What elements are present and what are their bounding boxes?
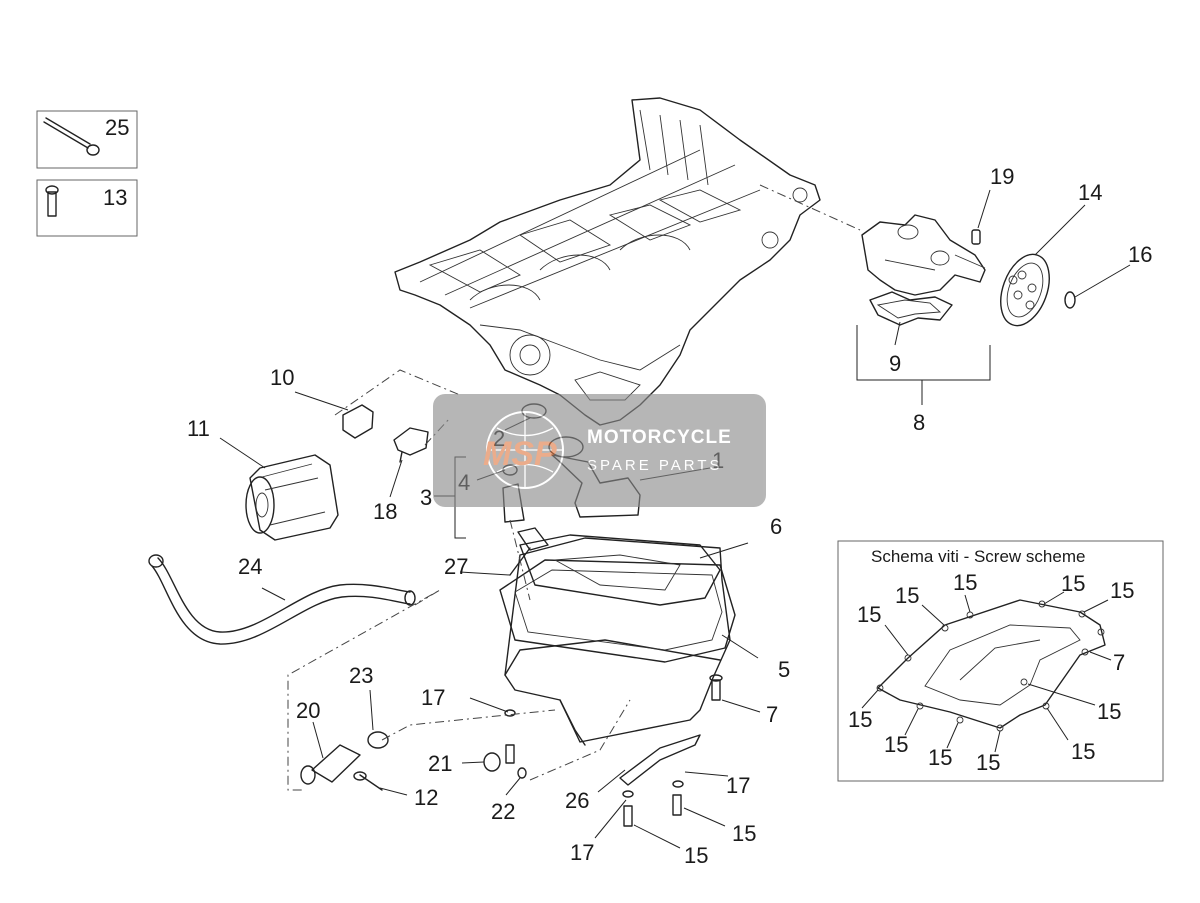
bolt-15-b xyxy=(622,790,634,827)
dowel-pin-19 xyxy=(971,229,981,245)
sensor-20 xyxy=(300,744,361,785)
callout-8: 8 xyxy=(913,410,925,435)
oil-filter xyxy=(245,454,339,541)
crankcase xyxy=(394,97,821,426)
pump-gasket xyxy=(869,291,953,326)
callout-6: 6 xyxy=(770,514,782,539)
callout-5: 5 xyxy=(778,657,790,682)
callout-24: 24 xyxy=(238,554,262,579)
washer-22 xyxy=(517,767,527,779)
scheme-leaders xyxy=(861,591,1112,753)
callout-14: 14 xyxy=(1078,180,1102,205)
short-bolt-icon xyxy=(45,185,59,217)
callout-3: 3 xyxy=(420,485,432,510)
callout-15-a: 15 xyxy=(732,821,756,846)
long-bolt-icon xyxy=(43,117,100,156)
legend-box-13: 13 xyxy=(36,179,138,237)
sump-gasket-5 xyxy=(499,559,736,663)
watermark-line2: SPARE PARTS xyxy=(587,457,723,474)
callout-13: 13 xyxy=(103,185,127,210)
bracket-8 xyxy=(856,325,991,381)
legend-box-25: 25 xyxy=(36,110,138,169)
scheme-callout-7: 7 xyxy=(1113,650,1125,675)
scheme-gasket xyxy=(876,599,1106,732)
scheme-callout-15-h: 15 xyxy=(976,750,1000,775)
oil-pump xyxy=(861,214,986,296)
watermark-logo: MSP xyxy=(483,435,557,473)
screw-scheme-panel: Schema viti - Screw scheme xyxy=(837,540,1164,782)
screw-scheme-title: Schema viti - Screw scheme xyxy=(871,547,1085,566)
callout-23: 23 xyxy=(349,663,373,688)
bolt-15-a xyxy=(672,780,684,816)
callout-25: 25 xyxy=(105,115,129,140)
filter-nipple-10 xyxy=(342,404,374,439)
sump-cover-6 xyxy=(519,534,721,606)
callout-21: 21 xyxy=(428,751,452,776)
bracket-26 xyxy=(619,734,701,786)
callout-17-b: 17 xyxy=(726,773,750,798)
callout-11: 11 xyxy=(187,416,210,441)
hose-24 xyxy=(148,554,416,645)
callout-26: 26 xyxy=(565,788,589,813)
bolt-7 xyxy=(709,674,723,701)
callout-20: 20 xyxy=(296,698,320,723)
scheme-callout-15-k: 15 xyxy=(848,707,872,732)
pump-gear-14 xyxy=(1000,253,1050,327)
scheme-callout-15-d: 15 xyxy=(1061,571,1085,596)
scheme-callout-15-i: 15 xyxy=(928,745,952,770)
callout-7: 7 xyxy=(766,702,778,727)
scheme-callout-15-a: 15 xyxy=(857,602,881,627)
callout-27: 27 xyxy=(444,554,468,579)
pressure-switch-18 xyxy=(393,427,429,463)
callout-19: 19 xyxy=(990,164,1014,189)
callout-17-c: 17 xyxy=(570,840,594,865)
washer-17-a xyxy=(504,709,516,764)
callout-22: 22 xyxy=(491,799,515,824)
callout-12: 12 xyxy=(414,785,438,810)
callout-16: 16 xyxy=(1128,242,1152,267)
scheme-callout-15-j: 15 xyxy=(884,732,908,757)
callout-9: 9 xyxy=(889,351,901,376)
callout-15-b: 15 xyxy=(684,843,708,868)
callout-10: 10 xyxy=(270,365,294,390)
scheme-callout-15-c: 15 xyxy=(953,570,977,595)
scheme-callout-15-g: 15 xyxy=(1071,739,1095,764)
scheme-callout-15-b: 15 xyxy=(895,583,919,608)
callout-18: 18 xyxy=(373,499,397,524)
circlip-16 xyxy=(1064,291,1076,309)
drain-plug-21 xyxy=(483,752,501,772)
watermark: MSP MOTORCYCLE SPARE PARTS xyxy=(433,394,766,507)
bolt-12 xyxy=(353,771,383,791)
scheme-callout-15-e: 15 xyxy=(1110,578,1134,603)
watermark-line1: MOTORCYCLE xyxy=(587,427,732,448)
oil-sump xyxy=(504,537,731,746)
callout-17-a: 17 xyxy=(421,685,445,710)
oring-23 xyxy=(367,731,389,749)
scheme-callout-15-f: 15 xyxy=(1097,699,1121,724)
watermark-box xyxy=(433,394,766,507)
